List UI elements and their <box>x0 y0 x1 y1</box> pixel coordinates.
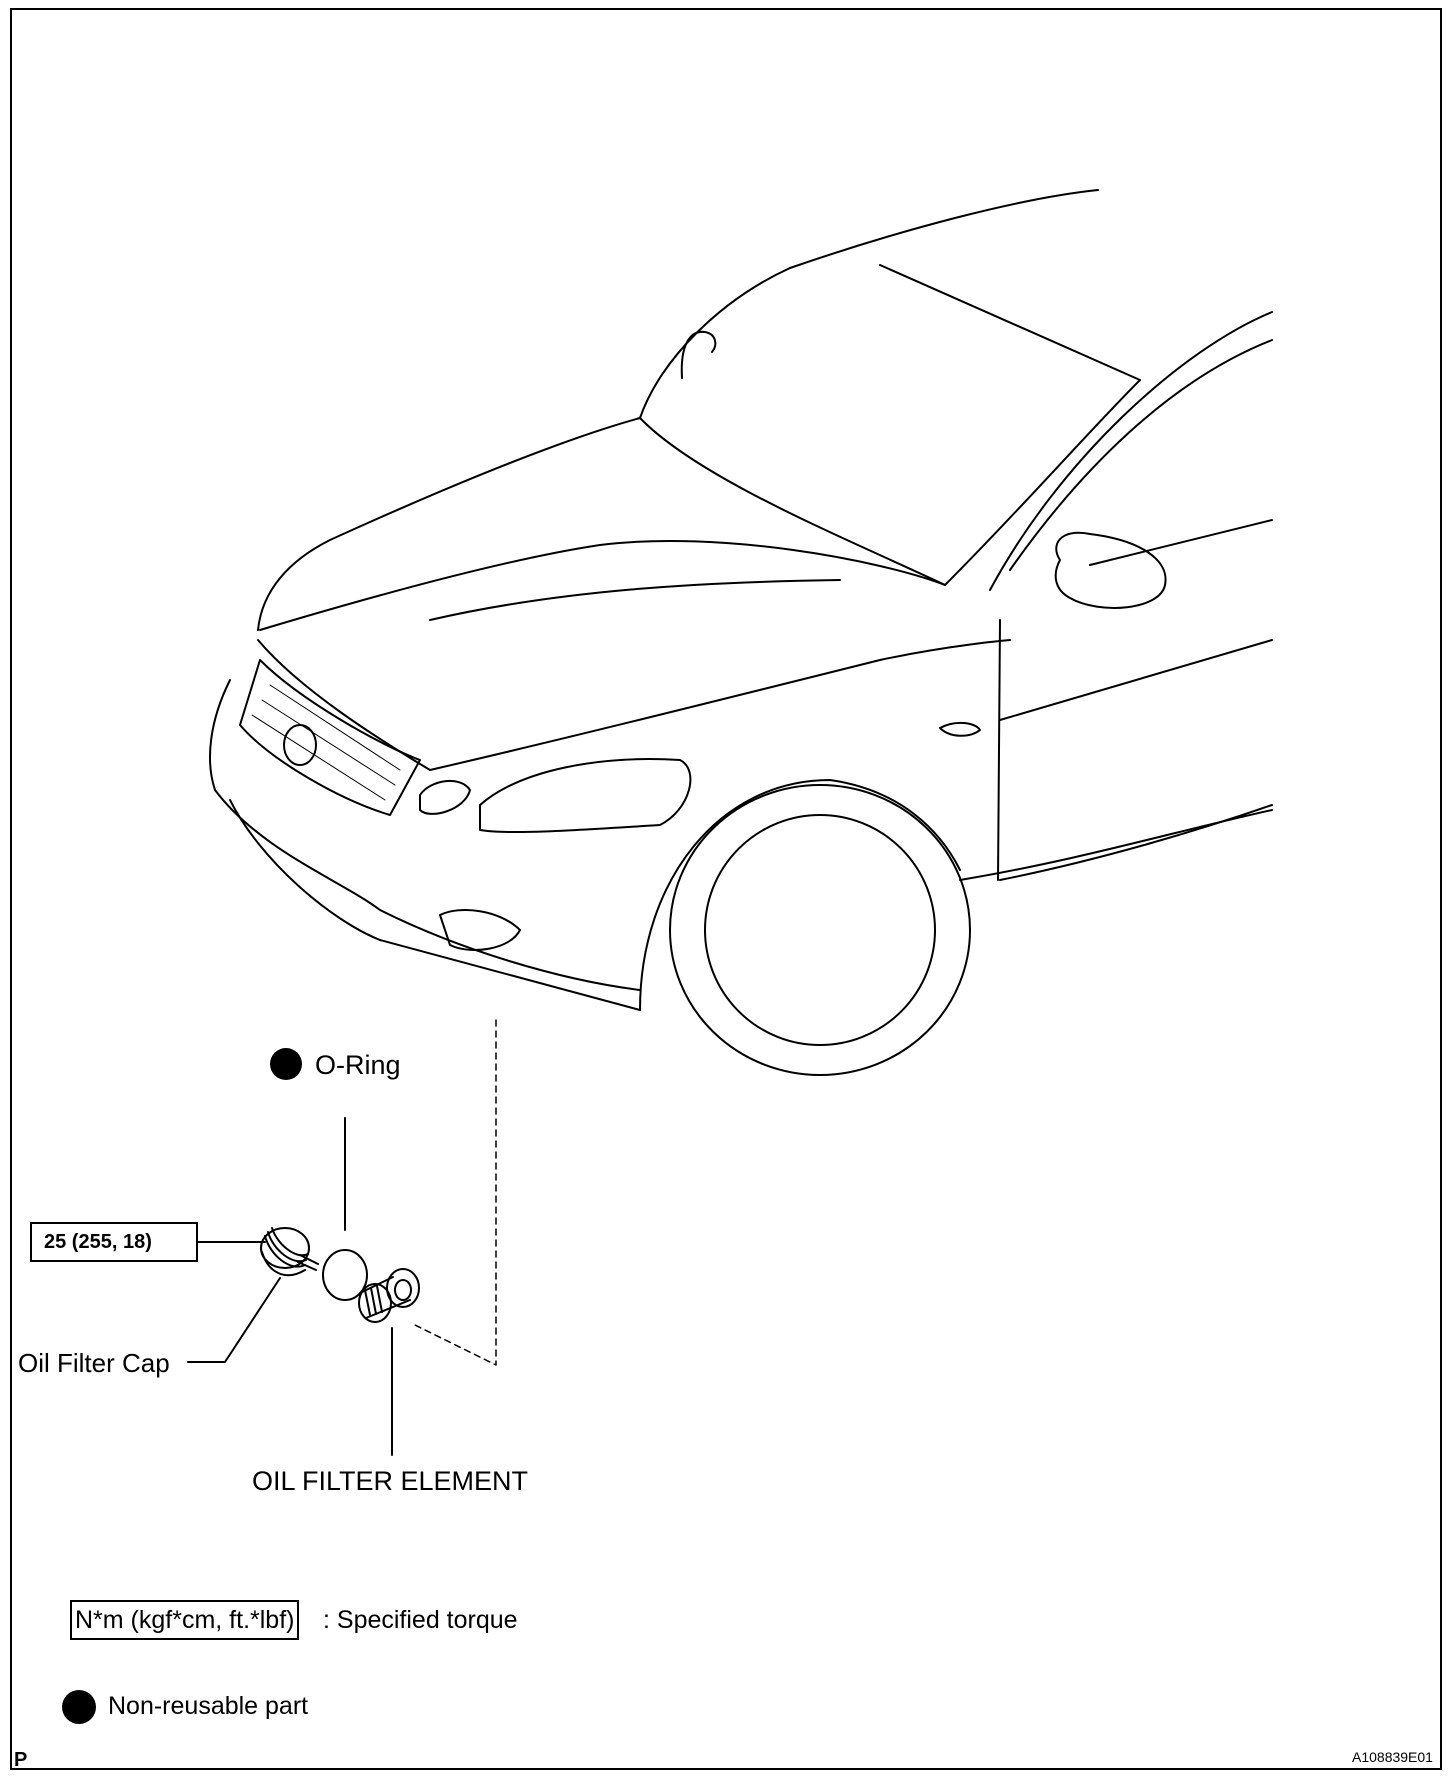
cap-leader <box>187 1277 281 1363</box>
headlight <box>479 758 692 834</box>
grille-outline <box>239 659 421 816</box>
figure-id: A108839E01 <box>1352 1749 1433 1765</box>
side-marker <box>939 722 981 737</box>
legend-torque-units: N*m (kgf*cm, ft.*lbf) <box>70 1600 300 1640</box>
diagram-frame <box>10 8 1442 1770</box>
oil-filter-element-label: OIL FILTER ELEMENT <box>252 1466 529 1496</box>
fog-lamp <box>439 909 521 951</box>
wheel-inner <box>704 814 936 1046</box>
bumper-chin <box>379 939 641 1011</box>
wheel-outer <box>669 784 971 1076</box>
roof-line <box>789 189 1099 269</box>
oil-filter-cap-label: Oil Filter Cap <box>18 1348 170 1378</box>
oil-filter-cap-drawing <box>260 1227 319 1277</box>
side-line <box>999 639 1273 721</box>
oil-filter-element-drawing <box>358 1268 420 1323</box>
a-pillar <box>944 379 1141 586</box>
side-trim <box>999 804 1273 881</box>
windshield-left <box>639 417 946 586</box>
a-pillar-inner <box>1009 339 1273 571</box>
o-ring-drawing <box>322 1249 368 1301</box>
left-mirror <box>680 330 717 379</box>
fender-line <box>429 639 1011 771</box>
door-line <box>997 619 1001 881</box>
legend-torque-units-text: N*m (kgf*cm, ft.*lbf) <box>75 1605 295 1634</box>
corner-mark: P <box>14 1749 28 1771</box>
windshield-right <box>879 264 1141 381</box>
torque-callout: 25 (255, 18) <box>30 1222 198 1262</box>
legend-torque-desc: : Specified torque <box>323 1606 518 1634</box>
wheel-arch <box>639 779 961 1011</box>
hood-front <box>257 639 431 771</box>
lexus-emblem <box>283 724 317 766</box>
hood-line-2 <box>429 579 841 621</box>
grille-hatch <box>251 684 401 801</box>
bumper-lower <box>229 799 381 941</box>
o-ring-label: O-Ring <box>315 1050 401 1080</box>
non-reusable-icon <box>270 1048 302 1080</box>
hood-edge <box>257 417 641 631</box>
hood-crease <box>259 540 946 631</box>
belt-line <box>1089 519 1273 566</box>
torque-value: 25 (255, 18) <box>44 1230 152 1253</box>
right-mirror <box>1054 531 1167 609</box>
a-pillar-outer <box>989 311 1273 591</box>
bumper-outline <box>209 679 641 991</box>
fog-lamp-upper <box>419 779 471 815</box>
legend-non-reusable-icon <box>62 1690 96 1724</box>
legend-non-reusable-label: Non-reusable part <box>108 1692 309 1720</box>
location-leader <box>414 1019 497 1366</box>
